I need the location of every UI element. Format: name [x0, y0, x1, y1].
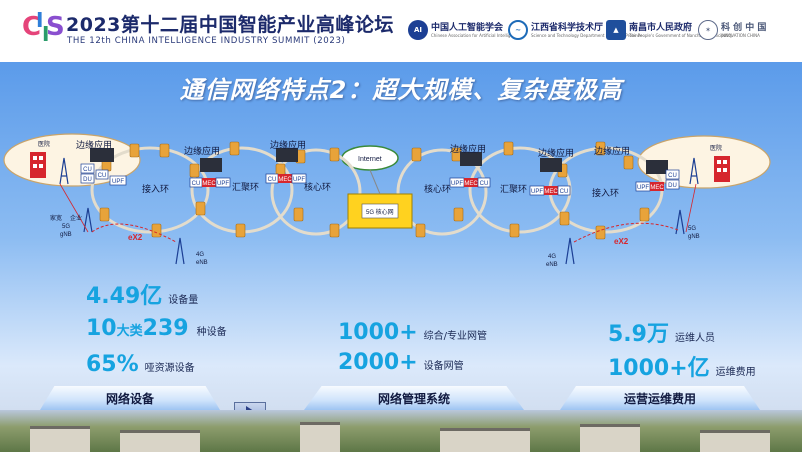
server-racks [90, 148, 668, 174]
right-cu-du-stack: UPF MEC CU DU [635, 169, 680, 192]
label-edge-app-5: 边缘应用 [538, 147, 574, 158]
tower-icons [59, 157, 699, 265]
label-core-ring-left: 核心环 [304, 181, 331, 192]
hospital-left-icon [30, 152, 46, 178]
label-ex2-right: eX2 [614, 237, 629, 246]
stat-ops-staff: 5.9万 运维人员 [608, 322, 715, 347]
label-access-ring-right: 接入环 [592, 187, 619, 198]
svg-text:CU: CU [83, 167, 92, 173]
label-gnb-left: gNB [60, 232, 72, 238]
svg-text:UPF: UPF [451, 181, 463, 187]
summit-title: 2023第十二届中国智能产业高峰论坛 [66, 14, 394, 36]
stat-device-count-label: 设备量 [168, 295, 199, 306]
label-4g-left: 4G [196, 252, 204, 258]
svg-text:MEC: MEC [464, 181, 478, 187]
core-ring-left [270, 148, 362, 236]
label-4g-right: 4G [548, 254, 556, 260]
svg-text:UPF: UPF [637, 185, 649, 191]
left-cu-du-stack: CU DU CU UPF [80, 163, 127, 186]
label-internet: Internet [358, 156, 382, 163]
stat-device-count: 4.49亿 设备量 [86, 278, 198, 310]
svg-text:UPF: UPF [531, 189, 543, 195]
access-ring-left [90, 146, 210, 234]
label-edge-app-1: 边缘应用 [76, 139, 112, 150]
svg-text:UPF: UPF [217, 181, 229, 187]
section-network-devices: 网络设备 [40, 386, 220, 410]
hospital-right-icon [714, 156, 730, 182]
svg-text:MEC: MEC [544, 189, 558, 195]
label-aggregation-ring-right: 汇聚环 [500, 184, 527, 194]
svg-text:CU: CU [560, 189, 569, 195]
svg-text:UPF: UPF [293, 177, 305, 183]
right-agg-node-stack: UPF MEC CU [529, 185, 571, 196]
label-enterprise: 企业 [70, 214, 82, 222]
svg-text:CU: CU [98, 173, 107, 179]
label-hospital-right: 医院 [710, 144, 722, 152]
stat-mgmt-device: 2000+ 设备网管 [338, 350, 464, 375]
section-ops-cost: 运营运维费用 [560, 386, 760, 410]
network-topology-diagram: CU DU CU UPF CU MEC UPF CU MEC UPF UPF [3, 133, 771, 268]
nanchang-logo-icon: ▲ [606, 20, 626, 40]
label-enb-right: eNB [546, 262, 558, 268]
5g-core-inner [361, 203, 399, 219]
label-hospital-left: 医院 [38, 140, 50, 148]
svg-text:CU: CU [480, 181, 489, 187]
label-5g-right: 5G [688, 226, 696, 232]
label-5g-left: 5G [62, 224, 70, 230]
label-access-ring-left: 接入环 [142, 183, 169, 194]
label-enb-left: eNB [196, 260, 208, 266]
stat-dumb-resource: 65% 哑资源设备 [86, 352, 195, 377]
label-edge-app-2: 边缘应用 [184, 145, 220, 156]
core-ring-right [396, 148, 488, 236]
svg-text:MEC: MEC [278, 177, 292, 183]
label-core-ring-right: 核心环 [424, 183, 451, 194]
stat-ops-cost: 1000+亿 运维费用 [608, 356, 756, 381]
svg-text:CU: CU [668, 173, 677, 179]
label-edge-app-4: 边缘应用 [450, 143, 486, 154]
svg-text:MEC: MEC [650, 185, 664, 191]
right-core-node-stack: UPF MEC CU [449, 177, 491, 188]
label-edge-app-3: 边缘应用 [270, 139, 306, 150]
stat-device-count-value: 4.49亿 [86, 284, 163, 309]
section-network-mgmt: 网络管理系统 [304, 386, 524, 410]
ciis-logo: C I I S [22, 8, 65, 46]
svg-text:UPF: UPF [112, 179, 124, 185]
label-aggregation-ring-left: 汇聚环 [232, 182, 259, 192]
slide-title: 通信网络特点2：超大规模、复杂度极高 [179, 76, 623, 104]
svg-text:CU: CU [268, 177, 277, 183]
jiangxi-sci-logo-icon: ~ [508, 20, 528, 40]
innovation-china-logo-icon: ✶ [698, 20, 718, 40]
summit-subtitle: THE 12th CHINA INTELLIGENCE INDUSTRY SUM… [67, 36, 346, 46]
caai-logo-icon: AI [408, 20, 428, 40]
svg-text:DU: DU [83, 177, 92, 183]
ex2-link-right [573, 222, 679, 243]
label-ex2-left: eX2 [128, 233, 143, 242]
stat-mgmt-integrated: 1000+ 综合/专业网管 [338, 320, 488, 345]
campus-photo-strip [0, 410, 802, 452]
ring-router-nodes [99, 141, 650, 240]
ex2-link-left [91, 223, 177, 243]
left-agg-node-stack: CU MEC UPF [189, 177, 231, 188]
label-home: 家宽 [50, 214, 62, 222]
svg-text:MEC: MEC [202, 181, 216, 187]
svg-text:CU: CU [192, 181, 201, 187]
svg-text:DU: DU [668, 183, 677, 189]
summit-header: C I I S 2023第十二届中国智能产业高峰论坛 THE 12th CHIN… [0, 0, 802, 62]
label-edge-app-6: 边缘应用 [594, 145, 630, 156]
left-core-node-stack: CU MEC UPF [265, 173, 307, 184]
label-gnb-right: gNB [688, 234, 700, 240]
label-5g-core: 5G 核心网 [366, 208, 394, 216]
stat-device-types: 10 大类 239 种设备 [86, 316, 227, 341]
